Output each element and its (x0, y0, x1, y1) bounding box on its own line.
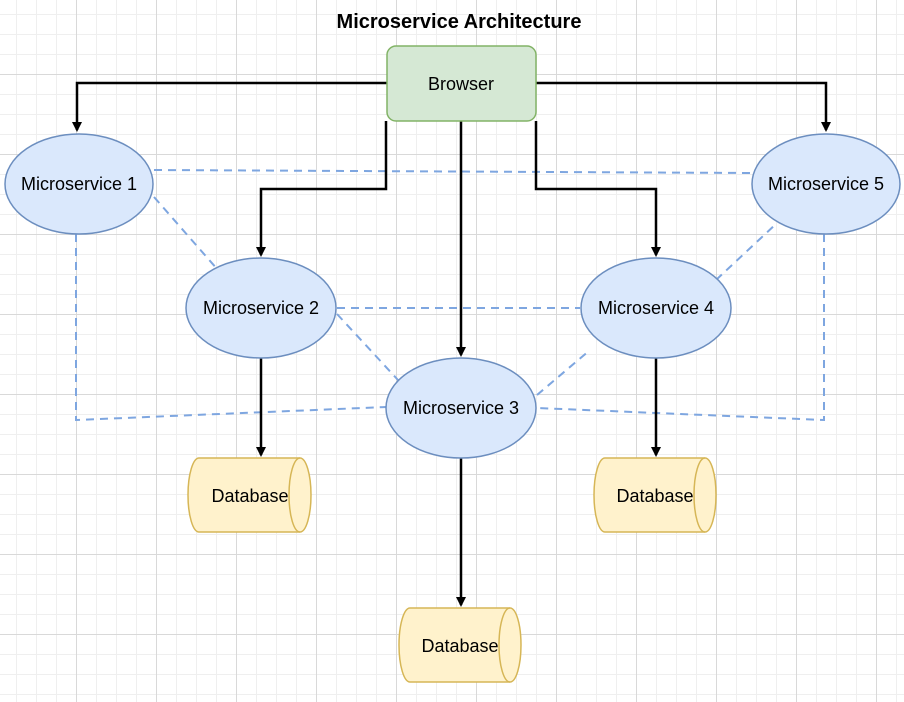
arrow-browser-ms1 (72, 81, 387, 132)
microservice-4-label: Microservice 4 (598, 298, 714, 318)
link-ms1-ms5 (153, 169, 753, 174)
microservice-2-node[interactable]: Microservice 2 (185, 257, 337, 359)
microservice-4-ellipse (580, 257, 732, 359)
microservice-1-node[interactable]: Microservice 1 (4, 133, 154, 235)
diagram-title: Microservice Architecture (337, 11, 582, 33)
database-left-label: Database (211, 486, 288, 506)
link-ms5-ms3 (536, 234, 825, 422)
database-bottom-node[interactable]: Database (398, 607, 522, 683)
microservice-2-label: Microservice 2 (203, 298, 319, 318)
browser-node[interactable]: Browser (386, 45, 537, 122)
database-right-label: Database (616, 486, 693, 506)
link-ms2-ms3 (336, 313, 399, 381)
microservice-4-node[interactable]: Microservice 4 (580, 257, 732, 359)
microservice-5-node[interactable]: Microservice 5 (751, 133, 901, 235)
arrow-browser-ms4 (534, 121, 661, 257)
link-ms1-ms2 (153, 196, 219, 271)
link-ms3-ms4 (536, 349, 591, 396)
database-right-node[interactable]: Database (593, 457, 717, 533)
microservice-2-ellipse (185, 257, 337, 359)
arrow-browser-ms5 (536, 81, 831, 132)
link-ms1-ms3 (75, 234, 387, 422)
browser-label: Browser (428, 74, 494, 94)
database-left-node[interactable]: Database (187, 457, 312, 533)
microservice-3-node[interactable]: Microservice 3 (385, 357, 537, 459)
solid-arrows (72, 81, 831, 607)
arrow-browser-ms2 (256, 121, 388, 257)
microservice-1-label: Microservice 1 (21, 174, 137, 194)
microservice-5-ellipse (751, 133, 901, 235)
microservice-3-label: Microservice 3 (403, 398, 519, 418)
database-bottom-label: Database (421, 636, 498, 656)
link-ms4-ms5 (715, 222, 778, 281)
database-right-cap (693, 457, 706, 533)
browser-box (386, 45, 537, 122)
microservice-3-ellipse (385, 357, 537, 459)
dashed-links (75, 169, 825, 422)
microservice-5-label: Microservice 5 (768, 174, 884, 194)
database-bottom-cap (498, 607, 511, 683)
database-left-cap (288, 457, 301, 533)
microservice-1-ellipse (4, 133, 154, 235)
